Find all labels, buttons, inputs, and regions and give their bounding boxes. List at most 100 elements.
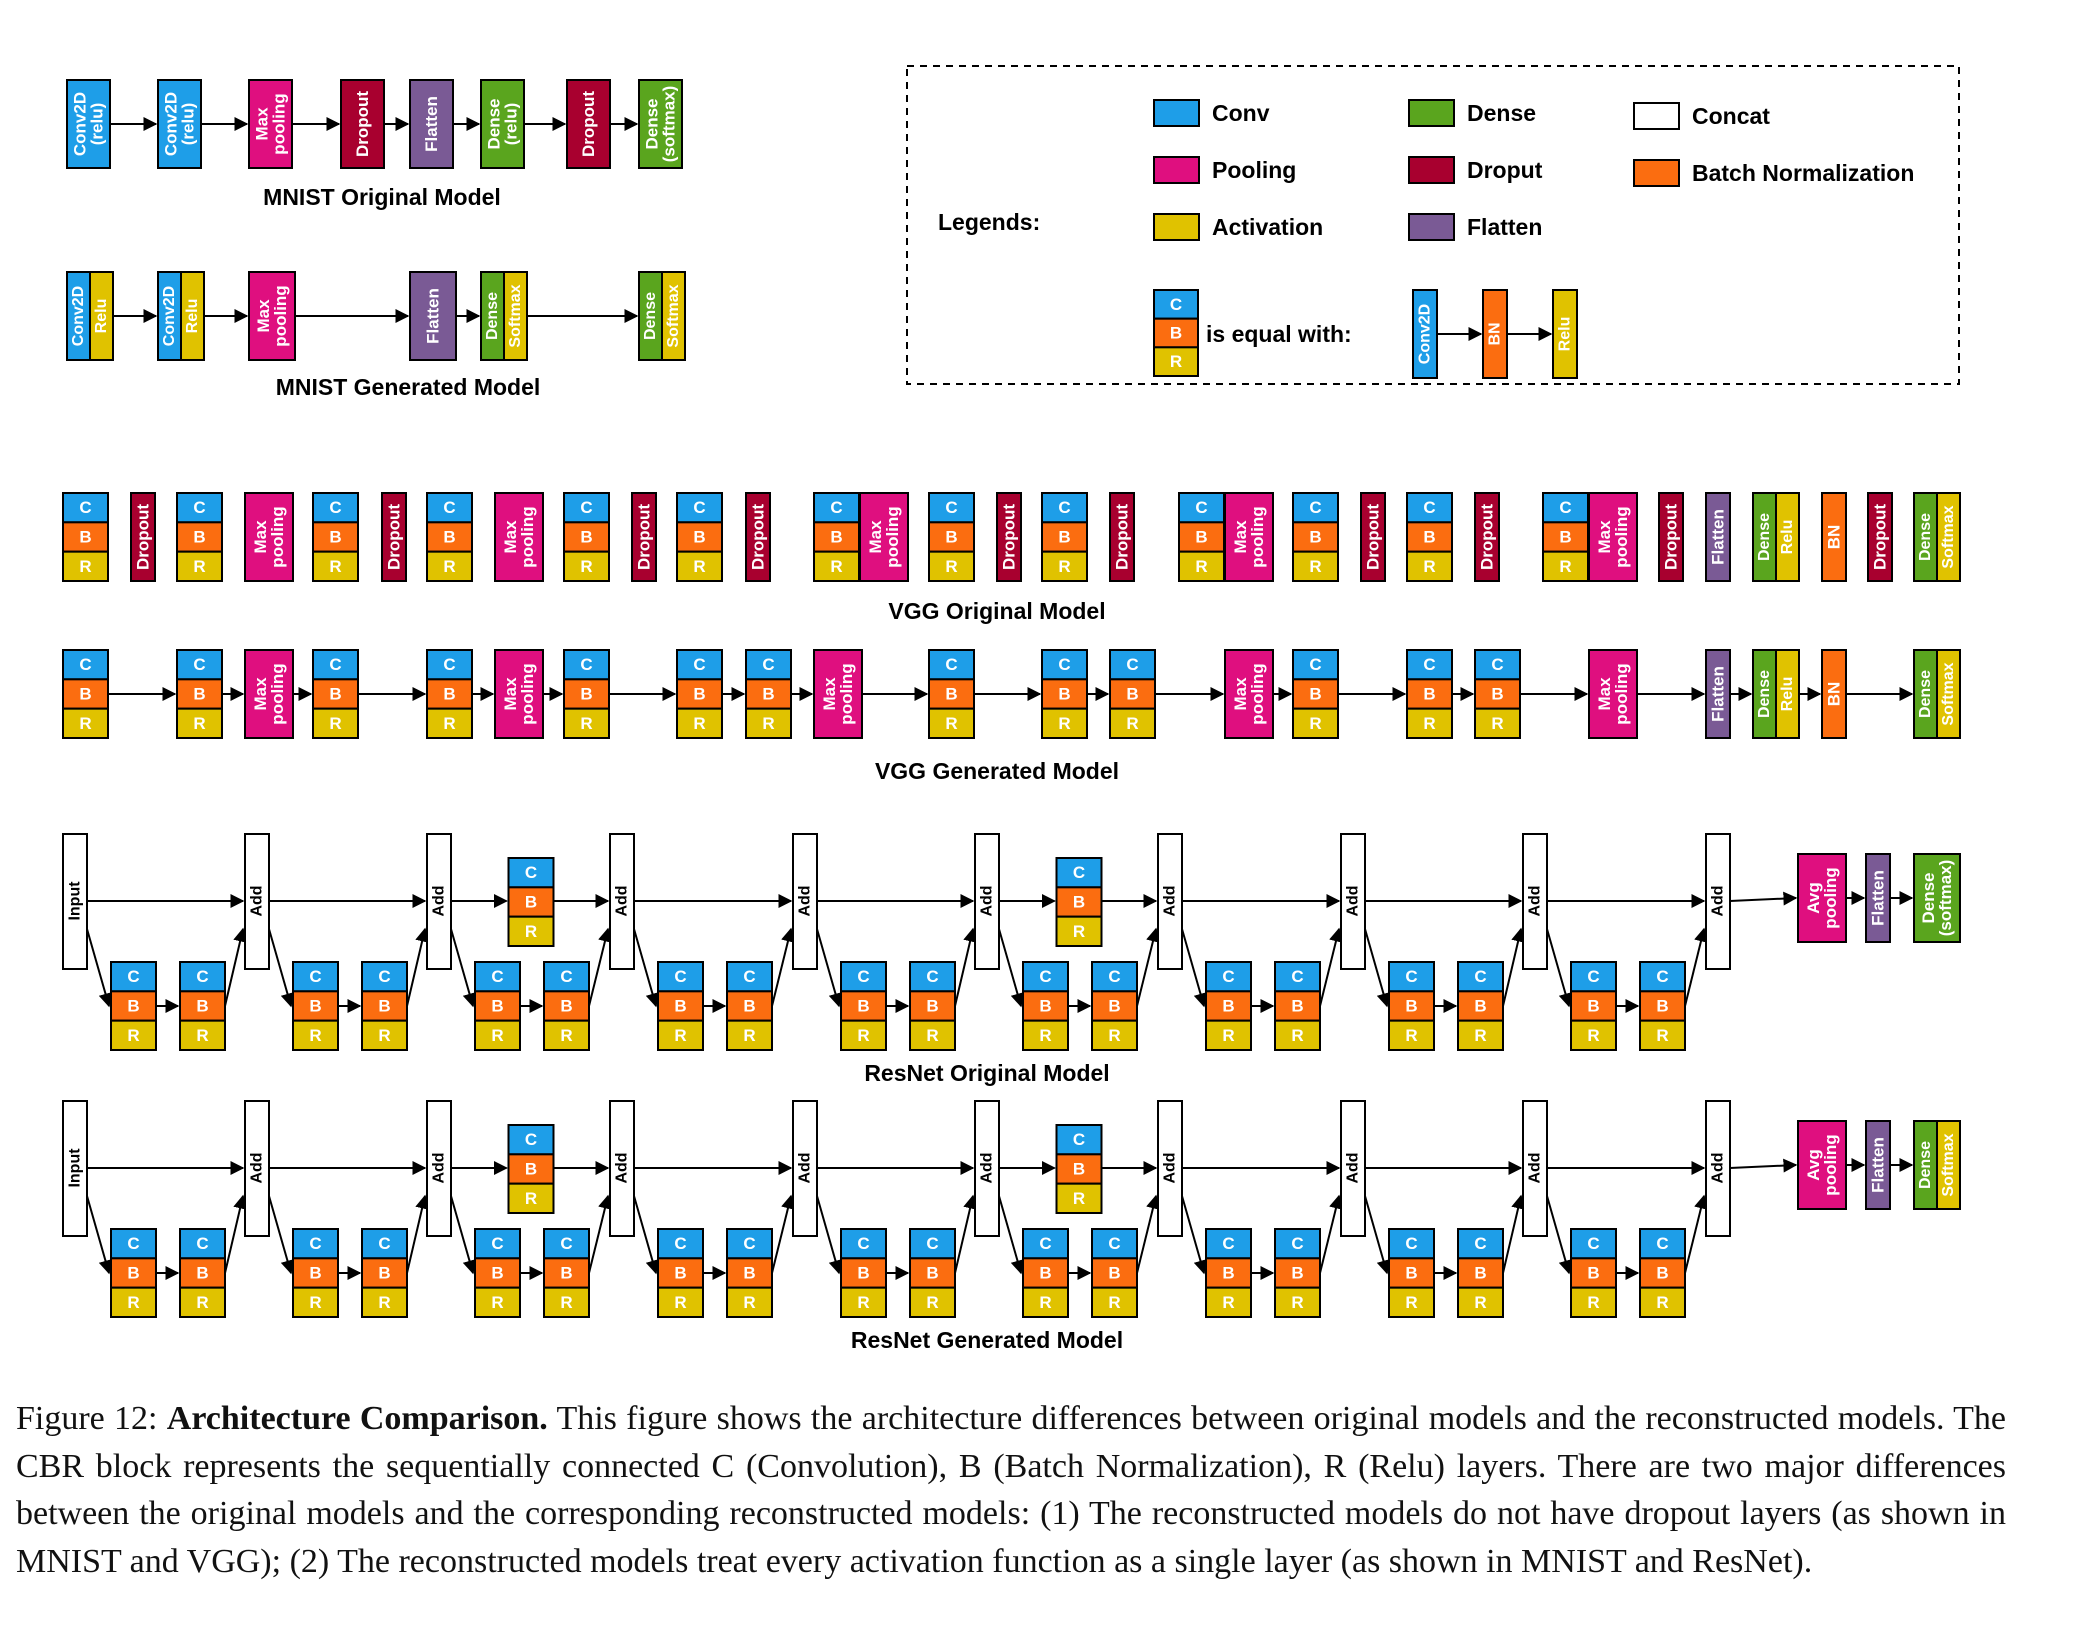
vertical-label-line: Conv2D <box>162 92 181 156</box>
label: R <box>857 1293 869 1312</box>
label: R <box>674 1026 686 1045</box>
label: B <box>1405 997 1417 1016</box>
vertical-label-line: Softmax <box>1940 1133 1957 1196</box>
vertical-label: BN <box>1487 322 1504 345</box>
cbr-bn <box>745 678 792 710</box>
arrow <box>406 1194 429 1274</box>
cbr-bn <box>1041 521 1088 553</box>
cbr-relu <box>1292 550 1339 583</box>
label: C <box>693 655 705 674</box>
label: B <box>491 1264 503 1283</box>
vertical-label-line: Max <box>1231 677 1250 711</box>
arrow <box>268 928 295 1008</box>
cbr-relu <box>1474 707 1521 740</box>
cbr-relu <box>312 550 359 583</box>
vgg-original-layer-3 <box>244 492 294 582</box>
label: R <box>693 714 705 733</box>
legend-label-dense: Dense <box>1467 100 1536 126</box>
label: B <box>378 997 390 1016</box>
label: B <box>1587 1264 1599 1283</box>
vertical-label-line: Dropout <box>353 91 372 157</box>
vertical-label-line: Dropout <box>1000 504 1019 570</box>
caption-prefix: Figure 12: <box>16 1400 167 1437</box>
arrow <box>954 927 977 1007</box>
vgg-generated-layer-5 <box>494 649 544 739</box>
resnet-original-add-5 <box>1157 833 1183 970</box>
vertical-label: Softmax <box>1940 505 1957 568</box>
vgg-generated-layer-9 <box>813 649 863 739</box>
vertical-label-line: Dropout <box>1478 504 1497 570</box>
mnist-generated-title: MNIST Generated Model <box>276 374 541 400</box>
legend-label-conv: Conv <box>1212 100 1270 126</box>
activation-block <box>1936 1120 1961 1210</box>
label: C <box>491 1234 503 1253</box>
resnet-original-add-4 <box>974 833 1000 970</box>
vertical-label: Add <box>614 885 631 916</box>
label: C <box>1058 655 1070 674</box>
cbr-bn <box>179 990 226 1022</box>
label: C <box>1474 967 1486 986</box>
arrow <box>1181 928 1208 1008</box>
vertical-label-line: pooling <box>1612 663 1631 724</box>
legend-label-bn: Batch Normalization <box>1692 160 1914 186</box>
label: C <box>1195 498 1207 517</box>
cbr-relu <box>657 1286 704 1318</box>
vertical-label-line: pooling <box>271 285 290 346</box>
vertical-label: Flatten <box>1869 870 1888 926</box>
cbr-bn <box>1292 678 1339 710</box>
cbr-relu <box>1178 550 1225 583</box>
cbr-relu <box>909 1019 956 1052</box>
label: C <box>79 498 91 517</box>
arrow <box>86 928 113 1008</box>
cbr-bn <box>1153 317 1199 349</box>
label: C <box>491 967 503 986</box>
cbr-bn <box>426 521 473 553</box>
label: R <box>443 714 455 733</box>
vertical-label-line: Dropout <box>1662 504 1681 570</box>
activation-block <box>1936 492 1961 582</box>
label: B <box>525 893 537 912</box>
vgg-original-layer-9 <box>631 492 657 582</box>
label: R <box>79 557 91 576</box>
vertical-label-line: Add <box>614 885 631 916</box>
vertical-label: BN <box>1825 525 1844 550</box>
label: R <box>1108 1026 1120 1045</box>
label: B <box>1222 997 1234 1016</box>
vertical-label-line: Dense <box>1919 872 1938 923</box>
cbr-relu <box>1639 1286 1686 1318</box>
label: R <box>743 1026 755 1045</box>
label: B <box>309 1264 321 1283</box>
vertical-label-line: Add <box>431 1152 448 1183</box>
vertical-label: Dropout <box>579 91 598 157</box>
label: R <box>1108 1293 1120 1312</box>
label: R <box>1405 1293 1417 1312</box>
resnet-generated-add-3 <box>792 1100 818 1237</box>
vertical-label-line: Flatten <box>1869 870 1888 926</box>
vertical-label: Add <box>1527 1152 1544 1183</box>
cbr-conv <box>1022 1228 1069 1260</box>
vertical-label: Flatten <box>424 288 443 344</box>
label: B <box>1039 997 1051 1016</box>
cbr-conv <box>179 1228 226 1260</box>
cbr-bn <box>426 678 473 710</box>
resnet-original-add-8 <box>1705 833 1731 970</box>
vertical-label: Add <box>1710 1152 1727 1183</box>
cbr-conv <box>1457 1228 1504 1260</box>
vertical-label-line: Dense <box>485 98 504 149</box>
label: R <box>1222 1026 1234 1045</box>
vertical-label: Dropout <box>1113 504 1132 570</box>
cbr-bn <box>507 1153 555 1185</box>
arrow <box>1136 1194 1160 1274</box>
vertical-label: Conv2D <box>70 286 87 346</box>
label: R <box>525 922 537 941</box>
vertical-label: Relu <box>93 299 110 334</box>
cbr-relu <box>563 550 610 583</box>
cbr-relu <box>292 1019 339 1052</box>
label: C <box>1073 1130 1085 1149</box>
label: B <box>857 997 869 1016</box>
arrow <box>224 1194 247 1274</box>
figure-caption: Figure 12: Architecture Comparison. This… <box>16 1395 2006 1585</box>
